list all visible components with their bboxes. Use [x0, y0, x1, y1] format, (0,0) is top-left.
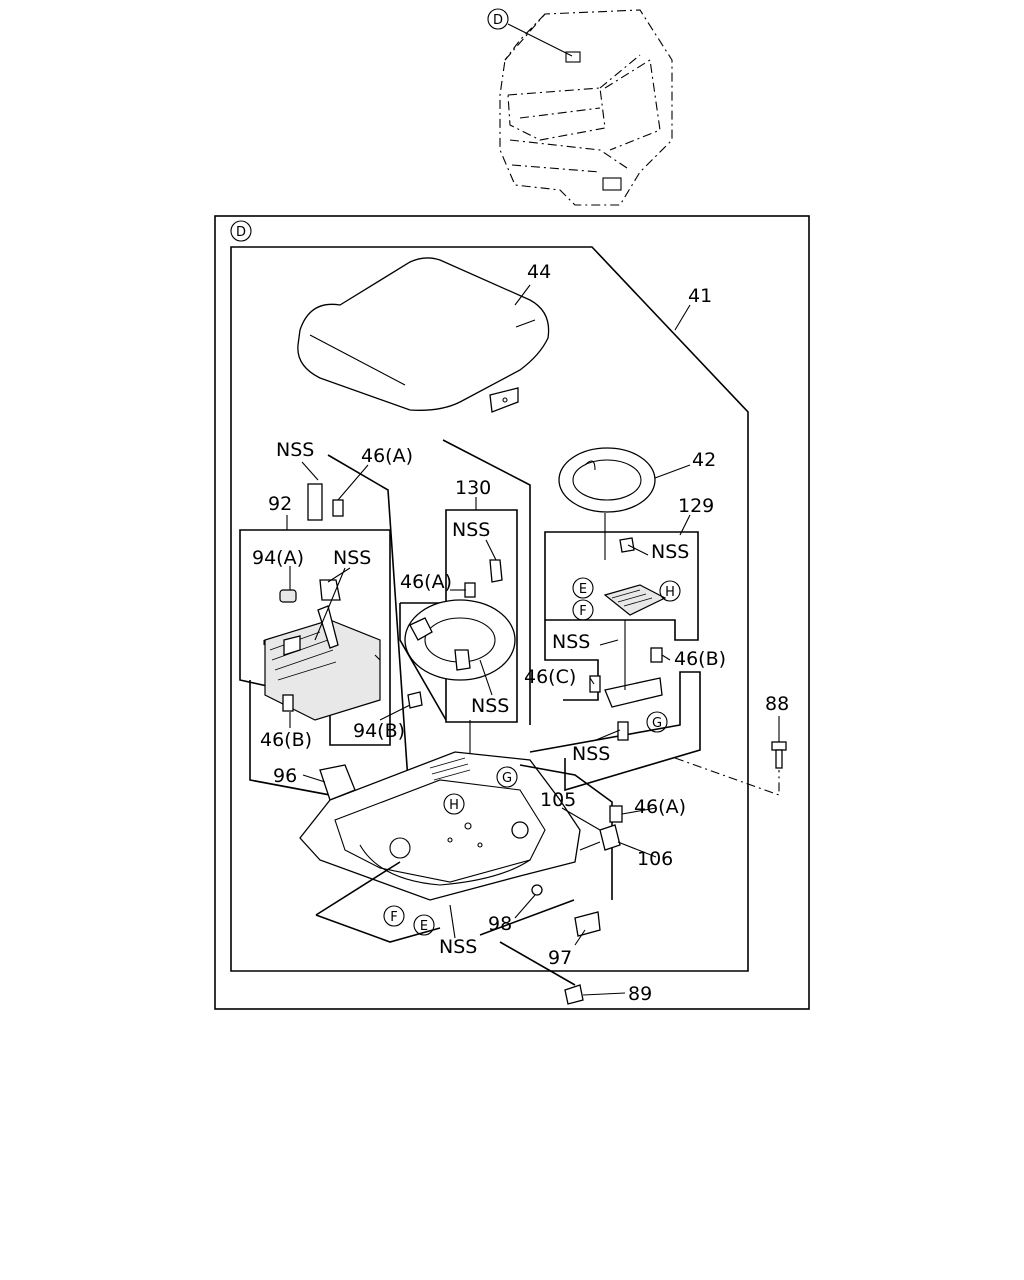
- callout-g-right: [646, 711, 668, 733]
- svg-text:F: F: [390, 910, 397, 925]
- svg-text:G: G: [652, 716, 662, 731]
- label-nss-1: NSS: [276, 439, 314, 461]
- plate-97: [574, 911, 601, 937]
- label-89: 89: [628, 983, 652, 1005]
- nut-98: [531, 884, 543, 896]
- bolt-46a-center: [464, 582, 476, 598]
- clip-94b: [407, 691, 423, 709]
- bracket-nss-top-left: [307, 483, 323, 521]
- svg-text:G: G: [502, 771, 512, 786]
- label-46a-1: 46(A): [361, 445, 413, 467]
- svg-text:F: F: [579, 604, 586, 619]
- clip-94a: [279, 589, 297, 603]
- label-46a-2: 46(A): [400, 571, 452, 593]
- svg-text:D: D: [236, 225, 246, 240]
- callout-h-mid: [443, 793, 465, 815]
- label-44: 44: [527, 261, 551, 283]
- label-97: 97: [548, 947, 572, 969]
- leader-lines: [286, 284, 691, 996]
- label-nss-5: NSS: [651, 541, 689, 563]
- svg-text:E: E: [579, 582, 587, 597]
- label-46b-2: 46(B): [674, 648, 726, 670]
- label-41: 41: [688, 285, 712, 307]
- label-88: 88: [765, 693, 789, 715]
- screw-89: [564, 984, 584, 1005]
- roof-hatch-marker: [565, 51, 581, 63]
- label-nss-7: NSS: [572, 743, 610, 765]
- label-98: 98: [488, 913, 512, 935]
- assembly-41-outline: [230, 246, 749, 972]
- svg-text:H: H: [665, 585, 675, 600]
- bolt-46a-top-left: [332, 499, 344, 517]
- view-marker-d-frame: [230, 220, 252, 242]
- bolt-nss-right: [617, 721, 629, 741]
- bolt-46b-left: [282, 694, 294, 712]
- callout-g-mid: [496, 766, 518, 788]
- bolt-46c: [589, 675, 601, 693]
- label-94b: 94(B): [353, 720, 405, 742]
- bracket-assembly-129: [529, 531, 701, 792]
- callout-e-bottom: [413, 914, 435, 936]
- part-labels: 44 41 42 129 130 92 88 96 105 106 98 97 …: [252, 261, 789, 1005]
- label-129: 129: [678, 495, 714, 517]
- label-106: 106: [637, 848, 673, 870]
- fitting-105: [599, 824, 621, 851]
- detail-frame: [214, 215, 810, 1010]
- svg-text:H: H: [449, 798, 459, 813]
- cab-overview: D: [487, 8, 673, 206]
- label-105: 105: [540, 789, 576, 811]
- label-nss-6: NSS: [552, 631, 590, 653]
- callout-f-right: [572, 599, 594, 621]
- svg-text:D: D: [493, 13, 503, 28]
- label-46b-1: 46(B): [260, 729, 312, 751]
- callout-h-right: [659, 580, 681, 602]
- ring-42: [558, 447, 656, 560]
- bracket-assembly-130: [399, 439, 531, 810]
- bolt-46a-bottom: [609, 805, 623, 823]
- label-130: 130: [455, 477, 491, 499]
- base-plate: [299, 751, 623, 1005]
- callout-f-bottom: [383, 905, 405, 927]
- callout-e-right: [572, 577, 594, 599]
- label-96: 96: [273, 765, 297, 787]
- letter-callouts: E F H G G H F E: [383, 577, 681, 936]
- label-nss-2: NSS: [333, 547, 371, 569]
- view-marker-d-top: [487, 8, 509, 30]
- bolt-46b-right: [650, 647, 663, 663]
- label-nss-8: NSS: [439, 936, 477, 958]
- label-46a-3: 46(A): [634, 796, 686, 818]
- label-94a: 94(A): [252, 547, 304, 569]
- roof-cover-44: [297, 257, 550, 413]
- label-42: 42: [692, 449, 716, 471]
- bolt-88: [674, 716, 787, 796]
- label-nss-4: NSS: [471, 695, 509, 717]
- label-nss-3: NSS: [452, 519, 490, 541]
- label-46c: 46(C): [524, 666, 576, 688]
- svg-text:E: E: [420, 919, 428, 934]
- label-92: 92: [268, 493, 292, 515]
